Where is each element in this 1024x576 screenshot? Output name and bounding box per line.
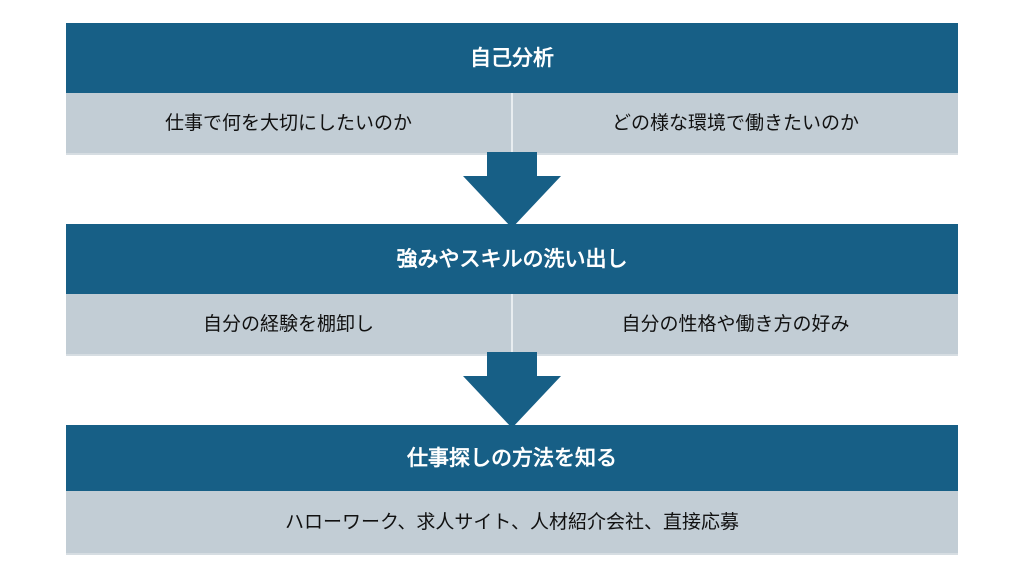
section-item: 仕事で何を大切にしたいのか <box>66 93 511 153</box>
section-items: ハローワーク、求人サイト、人材紹介会社、直接応募 <box>66 491 958 555</box>
section-item: ハローワーク、求人サイト、人材紹介会社、直接応募 <box>66 491 958 553</box>
section-header: 自己分析 <box>66 23 958 93</box>
section-job-search-methods: 仕事探しの方法を知る ハローワーク、求人サイト、人材紹介会社、直接応募 <box>66 425 958 555</box>
section-items: 自分の経験を棚卸し 自分の性格や働き方の好み <box>66 294 958 356</box>
section-item: 自分の経験を棚卸し <box>66 294 511 354</box>
section-strengths-skills: 強みやスキルの洗い出し 自分の経験を棚卸し 自分の性格や働き方の好み <box>66 224 958 356</box>
section-item: 自分の性格や働き方の好み <box>511 294 958 354</box>
section-header: 強みやスキルの洗い出し <box>66 224 958 294</box>
down-arrow-icon <box>463 352 561 428</box>
down-arrow-icon <box>463 152 561 228</box>
section-item: どの様な環境で働きたいのか <box>511 93 958 153</box>
section-items: 仕事で何を大切にしたいのか どの様な環境で働きたいのか <box>66 93 958 155</box>
section-self-analysis: 自己分析 仕事で何を大切にしたいのか どの様な環境で働きたいのか <box>66 23 958 155</box>
section-header: 仕事探しの方法を知る <box>66 425 958 491</box>
